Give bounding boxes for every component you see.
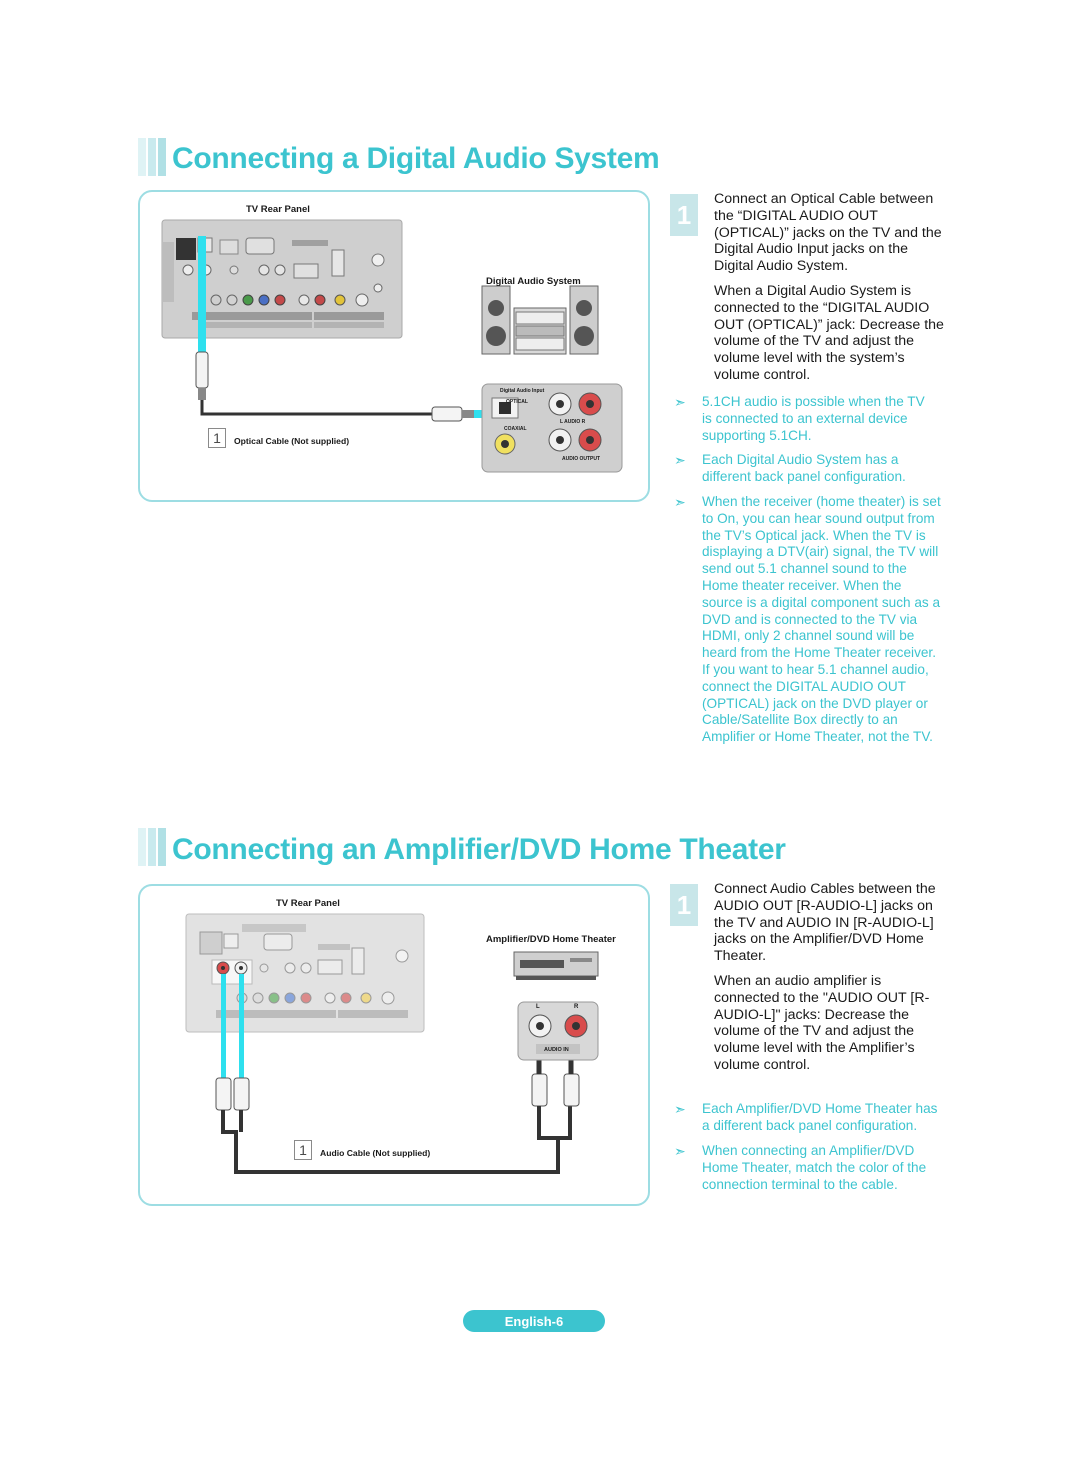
digital-audio-diagram [161,219,623,473]
section1-note-2: ➣ Each Digital Audio System has a differe… [674,452,938,486]
amplifier-diagram [185,913,599,1174]
note-arrow-icon: ➣ [674,452,686,468]
section1-title-decoration [138,138,168,176]
section1-device-label: Digital Audio System [486,276,581,287]
section1-step-badge: 1 [670,194,698,236]
section2-note-2: ➣ When connecting an Amplifier/DVD Home T… [674,1143,938,1193]
section2-step-badge: 1 [670,884,698,926]
section2-step-text-2: When an audio amplifier is connected to … [714,973,930,1073]
section1-l-audio-r-label: L AUDIO R [560,419,586,425]
section1-audio-output-label: AUDIO OUTPUT [562,456,601,462]
section2-audio-in-label: AUDIO IN [544,1047,569,1053]
audio-in-panel [517,1001,599,1061]
tv-rear-panel [161,219,403,339]
section1-coaxial-label: COAXIAL [504,426,527,432]
section2-tv-rear-panel-label: TV Rear Panel [276,898,340,909]
section2-step-text: Connect Audio Cables between the AUDIO O… [714,881,936,965]
digital-audio-system-device [481,285,599,355]
note-arrow-icon: ➣ [674,394,686,410]
section1-cable-label: Optical Cable (Not supplied) [234,436,350,446]
note-text: Each Amplifier/DVD Home Theater has a di… [702,1101,938,1133]
section2-diagram-panel: TV Rear Panel Amplifier/DVD Home Theater… [138,884,650,1206]
section1-note-1: ➣ 5.1CH audio is possible when the TV is … [674,394,938,444]
digital-audio-input-panel [481,383,623,473]
note-text: Each Digital Audio System has a differen… [702,452,906,484]
section1-step-text: Connect an Optical Cable between the “DI… [714,191,942,275]
tv-rear-panel [185,913,425,1033]
note-arrow-icon: ➣ [674,1101,686,1117]
section1-cable-number: 1 [208,428,226,448]
note-arrow-icon: ➣ [674,494,686,510]
section2-cable-number: 1 [294,1140,312,1160]
page-number-badge: English-6 [463,1310,605,1332]
section1-optical-label: OPTICAL [506,399,528,405]
section1-tv-rear-panel-label: TV Rear Panel [246,204,310,215]
section2-r-label: R [574,1004,579,1010]
section2-cable-label: Audio Cable (Not supplied) [320,1148,431,1158]
section2-title-decoration [138,828,168,866]
section1-title: Connecting a Digital Audio System [172,142,660,175]
note-text: 5.1CH audio is possible when the TV is c… [702,394,925,443]
section2-device-label: Amplifier/DVD Home Theater [486,934,616,945]
section1-device-panel-title: Digital Audio Input [500,388,545,394]
section2-l-label: L [536,1004,540,1010]
section1-step-text-2: When a Digital Audio System is connected… [714,283,944,383]
section1-diagram-panel: TV Rear Panel Digital Audio System 1 Opt… [138,190,650,502]
section1-note-3: ➣ When the receiver (home theater) is set… [674,494,942,746]
section2-title: Connecting an Amplifier/DVD Home Theater [172,833,786,866]
note-text: When the receiver (home theater) is set … [702,494,941,745]
amplifier-dvd-device [513,951,599,980]
note-text: When connecting an Amplifier/DVD Home Th… [702,1143,927,1192]
note-arrow-icon: ➣ [674,1143,686,1159]
section2-note-1: ➣ Each Amplifier/DVD Home Theater has a d… [674,1101,942,1135]
